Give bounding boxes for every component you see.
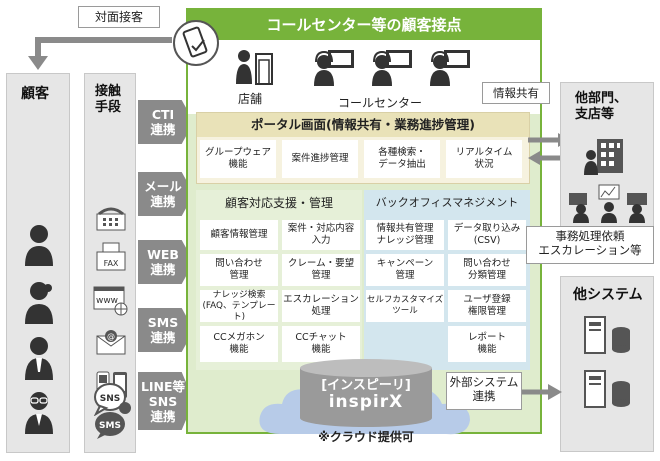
other-dept-panel: 他部門、 支店等	[560, 82, 654, 230]
cs-item-chat: CCチャット 機能	[282, 326, 360, 362]
customer-woman-icon	[25, 282, 53, 324]
store-label: 店舗	[238, 92, 263, 106]
bo-item-inquiry-class: 問い合わせ 分類管理	[448, 254, 526, 286]
cs-item-knowledge: ナレッジ検索 (FAQ、テンプレート)	[200, 290, 278, 322]
portal-item-groupware: グループウェア 機能	[200, 140, 276, 178]
sms-text: SMS	[99, 421, 121, 431]
face-to-face-arrow	[28, 37, 172, 70]
operator-icon-3	[430, 50, 470, 86]
server-icon-1	[584, 316, 630, 354]
channel-mail: メール 連携	[138, 172, 194, 216]
sns-bubble-icon: SNS	[93, 383, 131, 416]
bo-item-knowledge-mgmt: 情報共有管理 ナレッジ管理	[366, 220, 444, 250]
database-cylinder	[300, 359, 432, 427]
customer-man-icon	[25, 225, 53, 266]
bo-item-user-mgmt: ユーザ登録 権限管理	[448, 290, 526, 322]
contact-point-title: コールセンター等の顧客接点	[188, 10, 540, 40]
product-brand: [インスピーリ]	[321, 378, 411, 393]
customer-panel: 顧客	[6, 73, 70, 453]
bo-item-csv-import: データ取り込み (CSV)	[448, 220, 526, 250]
portal-title: ポータル画面(情報共有・業務進捗管理)	[197, 113, 529, 137]
other-dept-title: 他部門、 支店等	[575, 91, 628, 122]
sms-bubble-icon: SMS	[95, 412, 125, 439]
fax-text: FAX	[104, 259, 119, 268]
external-system-label: 外部システム 連携	[446, 372, 522, 410]
channel-cti: CTI 連携	[138, 100, 194, 144]
store-icon	[236, 50, 273, 85]
cs-item-escalation: エスカレーション 処理	[282, 290, 360, 322]
cs-item-customer-info: 顧客情報管理	[200, 220, 278, 250]
mail-icon: @	[96, 330, 126, 355]
channel-sms: SMS 連携	[138, 308, 194, 352]
touchpoint-title: 接触 手段	[95, 84, 122, 115]
back-office-title: バックオフィスマネジメント	[375, 196, 519, 209]
svg-text:@: @	[107, 332, 115, 341]
operator-icon-2	[372, 50, 412, 86]
product-name: inspirX	[328, 392, 404, 412]
portal-item-realtime: リアルタイム 状況	[446, 140, 522, 178]
bo-item-campaign: キャンペーン 管理	[366, 254, 444, 286]
customer-elder-icon	[25, 392, 53, 434]
cs-item-megaphone: CCメガホン 機能	[200, 326, 278, 362]
server-icon-2	[584, 370, 630, 408]
portal-item-search: 各種検索・ データ抽出	[364, 140, 440, 178]
cloud-note: ※クラウド提供可	[318, 430, 414, 444]
customer-support-title: 顧客対応支援・管理	[224, 196, 333, 210]
other-system-panel: 他システム	[560, 276, 654, 452]
channel-line-sns: LINE等 SNS 連携	[138, 372, 194, 430]
sns-text: SNS	[100, 394, 121, 404]
phone-icon	[96, 207, 126, 231]
customer-title: 顧客	[21, 86, 49, 102]
face-to-face-label: 対面接客	[78, 6, 160, 28]
customer-businessman-icon	[25, 337, 53, 380]
operator-icon-1	[314, 50, 354, 86]
bo-item-self-customize: セルフカスタマイズ ツール	[366, 290, 444, 322]
office-workers-icon	[569, 184, 647, 223]
portal-item-progress: 案件進捗管理	[282, 140, 358, 178]
cs-item-claim: クレーム・要望 管理	[282, 254, 360, 286]
fax-icon: FAX	[96, 242, 126, 271]
www-text: www	[96, 296, 118, 306]
info-share-label: 情報共有	[482, 82, 550, 104]
office-building-icon	[584, 139, 623, 175]
smartphone-icon	[173, 20, 219, 66]
external-system-arrow	[522, 384, 562, 400]
bo-item-report: レポート 機能	[448, 326, 526, 362]
cs-item-inquiry: 問い合わせ 管理	[200, 254, 278, 286]
other-system-title: 他システム	[573, 287, 643, 303]
escalation-label: 事務処理依頼 エスカレーション等	[526, 226, 654, 264]
channel-web: WEB 連携	[138, 240, 194, 284]
web-icon: www	[93, 286, 128, 316]
call-center-label: コールセンター	[338, 96, 423, 110]
cs-item-case-input: 案件・対応内容 入力	[282, 220, 360, 250]
